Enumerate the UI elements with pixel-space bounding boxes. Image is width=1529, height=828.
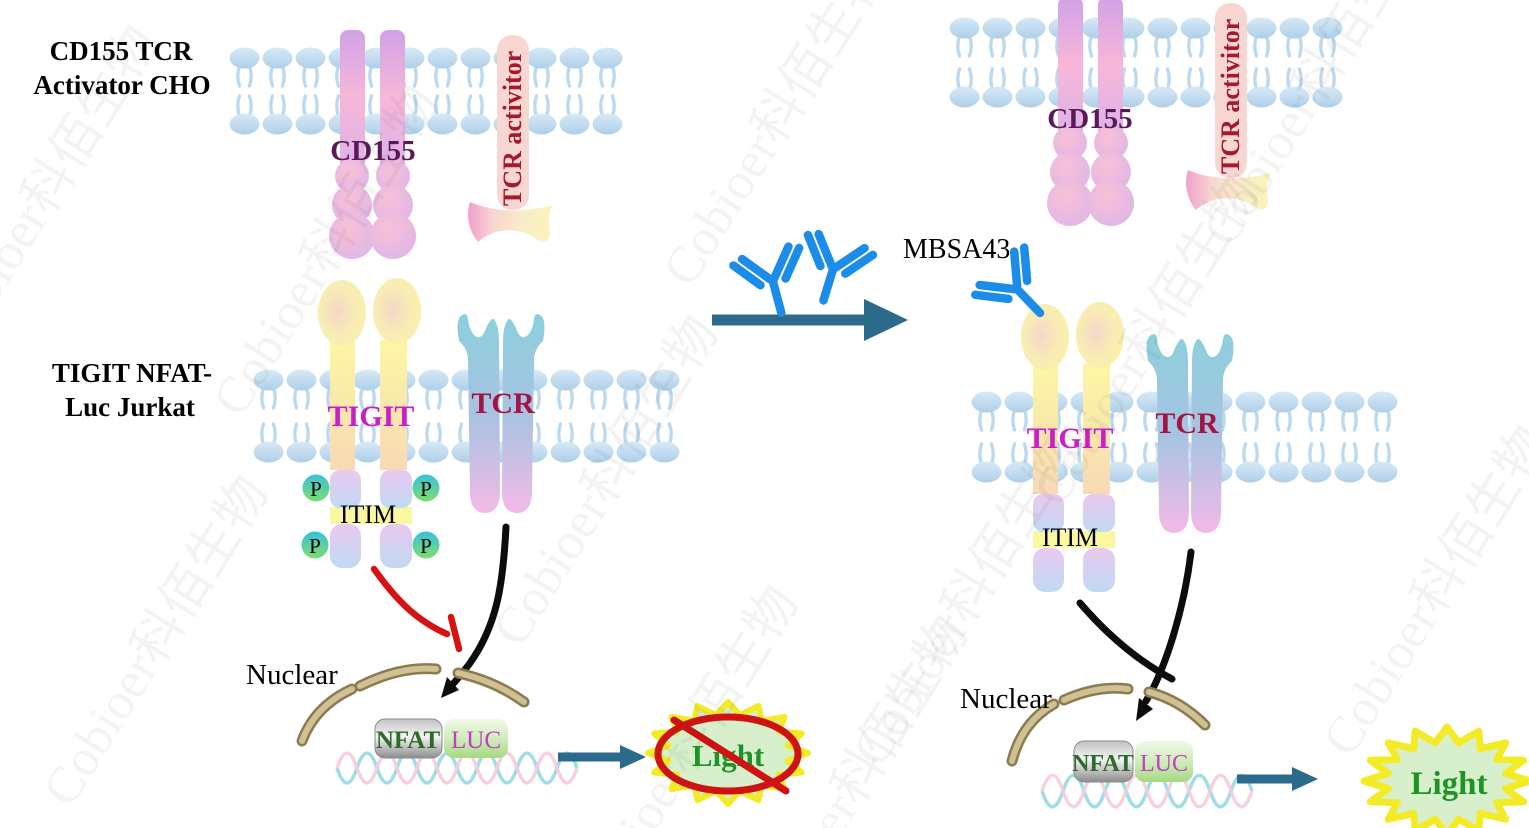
lipid-unit	[557, 94, 592, 137]
lipid-unit	[548, 367, 583, 410]
lipid-unit	[980, 15, 1015, 58]
dna-helix-left	[335, 751, 579, 785]
lipid-unit	[1013, 67, 1048, 110]
lipid-unit	[1332, 442, 1367, 485]
antibody-icon-1	[732, 244, 814, 321]
lipid-unit	[524, 45, 559, 88]
cho-title-line1: CD155 TCR	[50, 36, 193, 66]
lipid-unit	[251, 422, 286, 465]
inhibition-line	[370, 565, 451, 638]
jurkat-title-line2: Luc Jurkat	[65, 392, 195, 422]
lipid-unit	[1178, 15, 1213, 58]
lipid-unit	[416, 367, 451, 410]
cho-title-line2: Activator CHO	[33, 70, 210, 100]
tigit-signal-right	[1076, 599, 1176, 683]
lipid-unit	[548, 422, 583, 465]
lipid-unit	[524, 94, 559, 137]
lipid-unit	[1145, 15, 1180, 58]
lipid-unit	[1365, 389, 1400, 432]
lipid-unit	[284, 422, 319, 465]
no-light-cross	[654, 713, 802, 795]
lipid-unit	[227, 45, 262, 88]
nfat-label-right: NFAT	[1072, 751, 1134, 777]
lipid-unit	[557, 45, 592, 88]
lipid-unit	[590, 45, 625, 88]
lipid-unit	[1266, 442, 1301, 485]
lipid-unit	[284, 367, 319, 410]
lipid-unit	[1266, 389, 1301, 432]
lipid-unit	[416, 422, 451, 465]
tcr-label-left: TCR	[471, 387, 535, 420]
inhibition-cap	[447, 613, 463, 653]
nfat-label-left: NFAT	[376, 727, 441, 754]
lipid-unit	[1244, 15, 1279, 58]
itim-label-right: ITIM	[1042, 523, 1098, 552]
lipid-unit	[260, 45, 295, 88]
lipid-unit	[1299, 389, 1334, 432]
luc-label-left: LUC	[451, 727, 501, 754]
tcr-activator-label-right: TCR activitor	[1216, 19, 1245, 174]
phospho-sites: P P P P	[301, 474, 440, 559]
light-label-right: Light	[1410, 766, 1487, 802]
watermark-text: Cobioer科佰生物	[32, 467, 279, 816]
lipid-unit	[425, 45, 460, 88]
lipid-unit	[1013, 15, 1048, 58]
lipid-unit	[227, 94, 262, 137]
svg-text:P: P	[309, 534, 321, 558]
nfat-luc-right: NFAT LUC	[1072, 740, 1193, 783]
luc-label-right: LUC	[1140, 751, 1188, 777]
nuclear-label-right: Nuclear	[960, 683, 1052, 715]
lipid-unit	[1332, 389, 1367, 432]
svg-text:P: P	[420, 477, 432, 501]
lipid-unit	[458, 45, 493, 88]
tigit-label-right: TIGIT	[1027, 422, 1114, 455]
mbsa43-label: MBSA43	[903, 234, 1010, 265]
result-arrow-right	[1237, 767, 1318, 791]
lipid-unit	[969, 389, 1004, 432]
watermark-text: Cobioer科佰生物	[562, 577, 809, 828]
lipid-unit	[260, 94, 295, 137]
transition-arrow	[712, 299, 908, 341]
nucleus-left	[296, 663, 530, 747]
itim-label-left: ITIM	[340, 500, 396, 529]
light-burst-right	[1360, 723, 1529, 828]
svg-text:P: P	[310, 477, 322, 501]
lipid-unit	[581, 367, 616, 410]
lipid-unit	[1365, 442, 1400, 485]
lipid-unit	[590, 94, 625, 137]
lipid-unit	[969, 442, 1004, 485]
jurkat-title-line1: TIGIT NFAT-	[52, 358, 212, 388]
lipid-unit	[1178, 67, 1213, 110]
tigit-label-left: TIGIT	[328, 400, 415, 433]
nfat-luc-left: NFAT LUC	[374, 718, 508, 759]
lipid-unit	[980, 67, 1015, 110]
tcr-signal-right-arrowhead	[1136, 698, 1153, 721]
lipid-unit	[1233, 389, 1268, 432]
lipid-unit	[1299, 442, 1334, 485]
lipid-unit	[293, 45, 328, 88]
nucleus-right	[1006, 682, 1211, 767]
lipid-unit	[293, 94, 328, 137]
nuclear-label-left: Nuclear	[246, 659, 338, 691]
cd155-label-left: CD155	[330, 135, 415, 167]
antibody-icon-2	[791, 231, 874, 310]
lipid-unit	[1233, 442, 1268, 485]
tcr-activator-label-left: TCR activitor	[498, 51, 527, 206]
tcr-label-right: TCR	[1155, 407, 1219, 440]
tcr-signal-left-arrowhead	[441, 677, 459, 698]
lipid-unit	[947, 15, 982, 58]
lipid-unit	[1145, 67, 1180, 110]
cd155-label-right: CD155	[1047, 103, 1132, 135]
result-arrow-left	[558, 745, 646, 769]
svg-text:P: P	[420, 534, 432, 558]
lipid-unit	[947, 67, 982, 110]
lipid-unit	[458, 94, 493, 137]
